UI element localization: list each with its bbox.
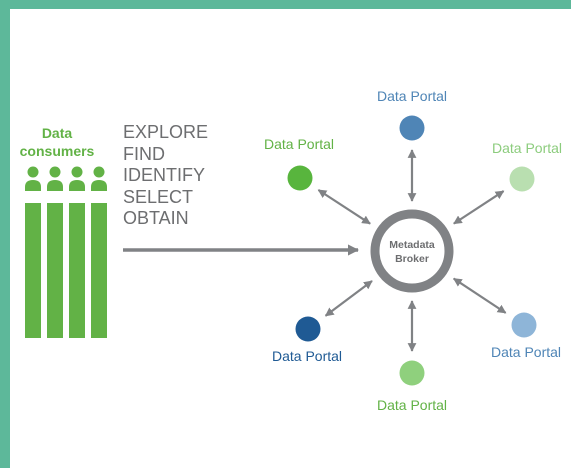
consumer-bar: [25, 203, 41, 338]
portal-dots: [287, 115, 537, 386]
consumer-person-icon: [91, 166, 107, 191]
portal-link-arrow: [324, 280, 373, 317]
consumer-bar: [91, 203, 107, 338]
action-find: FIND: [123, 143, 165, 164]
data-portal-node: [295, 316, 321, 342]
consumer-bar: [69, 203, 85, 338]
data-portal-node: [511, 312, 537, 338]
broker-label-line2: Broker: [395, 253, 429, 265]
metadata-broker-ring: [370, 209, 454, 293]
consumers-title-line2: consumers: [19, 143, 95, 159]
portal-label-bottom-right: Data Portal: [490, 344, 562, 360]
consumer-person-icon: [25, 166, 41, 191]
consumer-actions-list: EXPLORE FIND IDENTIFY SELECT OBTAIN: [123, 122, 208, 230]
broker-spokes: [317, 149, 507, 352]
portal-label-top-right: Data Portal: [491, 140, 563, 156]
consumers-title: Data consumers: [14, 124, 100, 160]
action-select: SELECT: [123, 186, 194, 207]
action-obtain: OBTAIN: [123, 208, 189, 228]
data-portal-node: [509, 166, 535, 192]
portal-label-top: Data Portal: [376, 88, 448, 104]
portal-link-arrow: [317, 189, 371, 225]
data-portal-node: [399, 115, 425, 141]
broker-label-line1: Metadata: [389, 239, 435, 251]
consumer-person-icon: [69, 166, 85, 191]
portal-link-arrow: [452, 277, 507, 314]
consumer-bar: [47, 203, 63, 338]
portal-link-arrow: [453, 190, 505, 225]
portal-label-bottom-left: Data Portal: [271, 348, 343, 364]
action-explore: EXPLORE: [123, 122, 209, 142]
data-portal-node: [399, 360, 425, 386]
action-identify: IDENTIFY: [123, 165, 206, 185]
data-consumers-group: [25, 166, 107, 338]
portal-label-top-left: Data Portal: [263, 136, 335, 152]
data-portal-node: [287, 165, 313, 191]
portal-label-bottom: Data Portal: [376, 397, 448, 413]
consumers-title-line1: Data: [41, 125, 73, 141]
consumer-person-icon: [47, 166, 63, 191]
